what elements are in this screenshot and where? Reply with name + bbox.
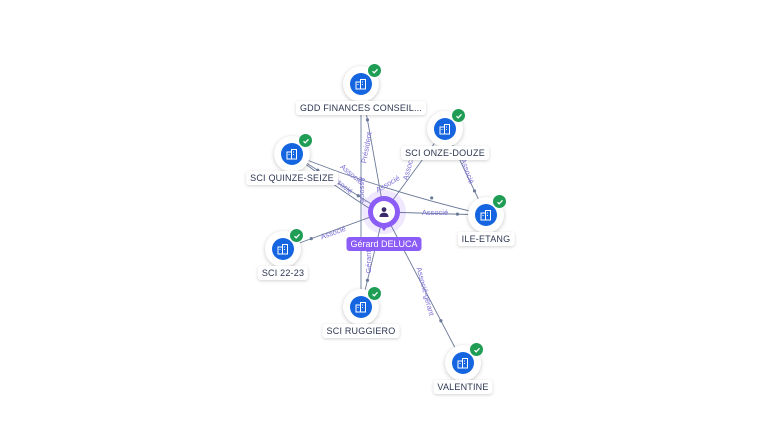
- company-icon: [281, 143, 303, 165]
- company-label-valentine[interactable]: VALENTINE: [433, 380, 493, 394]
- check-icon: [469, 342, 484, 357]
- check-icon: [298, 133, 313, 148]
- company-label-ile[interactable]: ILE-ETANG: [457, 232, 515, 246]
- edge-arrow-center-gdd: [365, 118, 370, 122]
- edge-label-center-ruggiero: Gérant: [364, 250, 373, 274]
- company-label-gdd[interactable]: GDD FINANCES CONSEIL...: [295, 101, 427, 115]
- edge-center-quinze: [291, 153, 385, 213]
- edge-arrow-quinze-center: [356, 194, 360, 198]
- company-label-s2223[interactable]: SCI 22-23: [257, 266, 309, 280]
- edge-label-center-valentine: Associé-gérant: [415, 266, 437, 318]
- center-person-label[interactable]: Gérard DELUCA: [346, 237, 422, 251]
- company-icon: [350, 73, 372, 95]
- center-pin: [368, 196, 400, 228]
- company-label-quinze[interactable]: SCI QUINZE-SEIZE: [246, 171, 338, 185]
- edge-label-center-gdd: Président: [359, 130, 374, 164]
- company-node-ile[interactable]: [468, 194, 507, 233]
- edge-arrow-center-s2223: [309, 237, 313, 241]
- edge-arrow-center-ruggiero: [365, 278, 370, 282]
- edge-arrow-onze-ile: [472, 189, 477, 193]
- person-icon: [373, 201, 395, 223]
- check-icon: [289, 228, 304, 243]
- check-icon: [451, 108, 466, 123]
- company-label-ruggiero[interactable]: SCI RUGGIERO: [322, 324, 400, 338]
- edge-arrow-center-ile: [455, 212, 460, 216]
- check-icon: [492, 194, 507, 209]
- company-node-quinze[interactable]: [274, 133, 313, 172]
- company-node-gdd[interactable]: [343, 63, 382, 102]
- edge-label-center-ile: Associé: [422, 208, 448, 217]
- company-node-ruggiero[interactable]: [343, 286, 382, 325]
- edge-arrow-center-valentine: [439, 319, 443, 323]
- company-icon: [475, 204, 497, 226]
- center-person-node[interactable]: [362, 190, 406, 234]
- company-icon: [350, 296, 372, 318]
- company-node-onze[interactable]: [427, 108, 466, 147]
- edge-quinze-ile: [291, 153, 487, 216]
- company-icon: [452, 352, 474, 374]
- company-label-onze[interactable]: SCI ONZE-DOUZE: [401, 146, 489, 160]
- edge-arrow-quinze-ile: [430, 196, 434, 200]
- edge-label-gdd-ruggiero: Associé: [358, 177, 367, 203]
- check-icon: [367, 286, 382, 301]
- company-node-valentine[interactable]: [445, 342, 484, 381]
- company-icon: [434, 118, 456, 140]
- company-icon: [272, 238, 294, 260]
- edge-label-center-s2223: Associé: [319, 224, 347, 241]
- check-icon: [367, 63, 382, 78]
- edge-label-onze-ile: Associé: [459, 157, 476, 185]
- company-node-s2223[interactable]: [265, 228, 304, 267]
